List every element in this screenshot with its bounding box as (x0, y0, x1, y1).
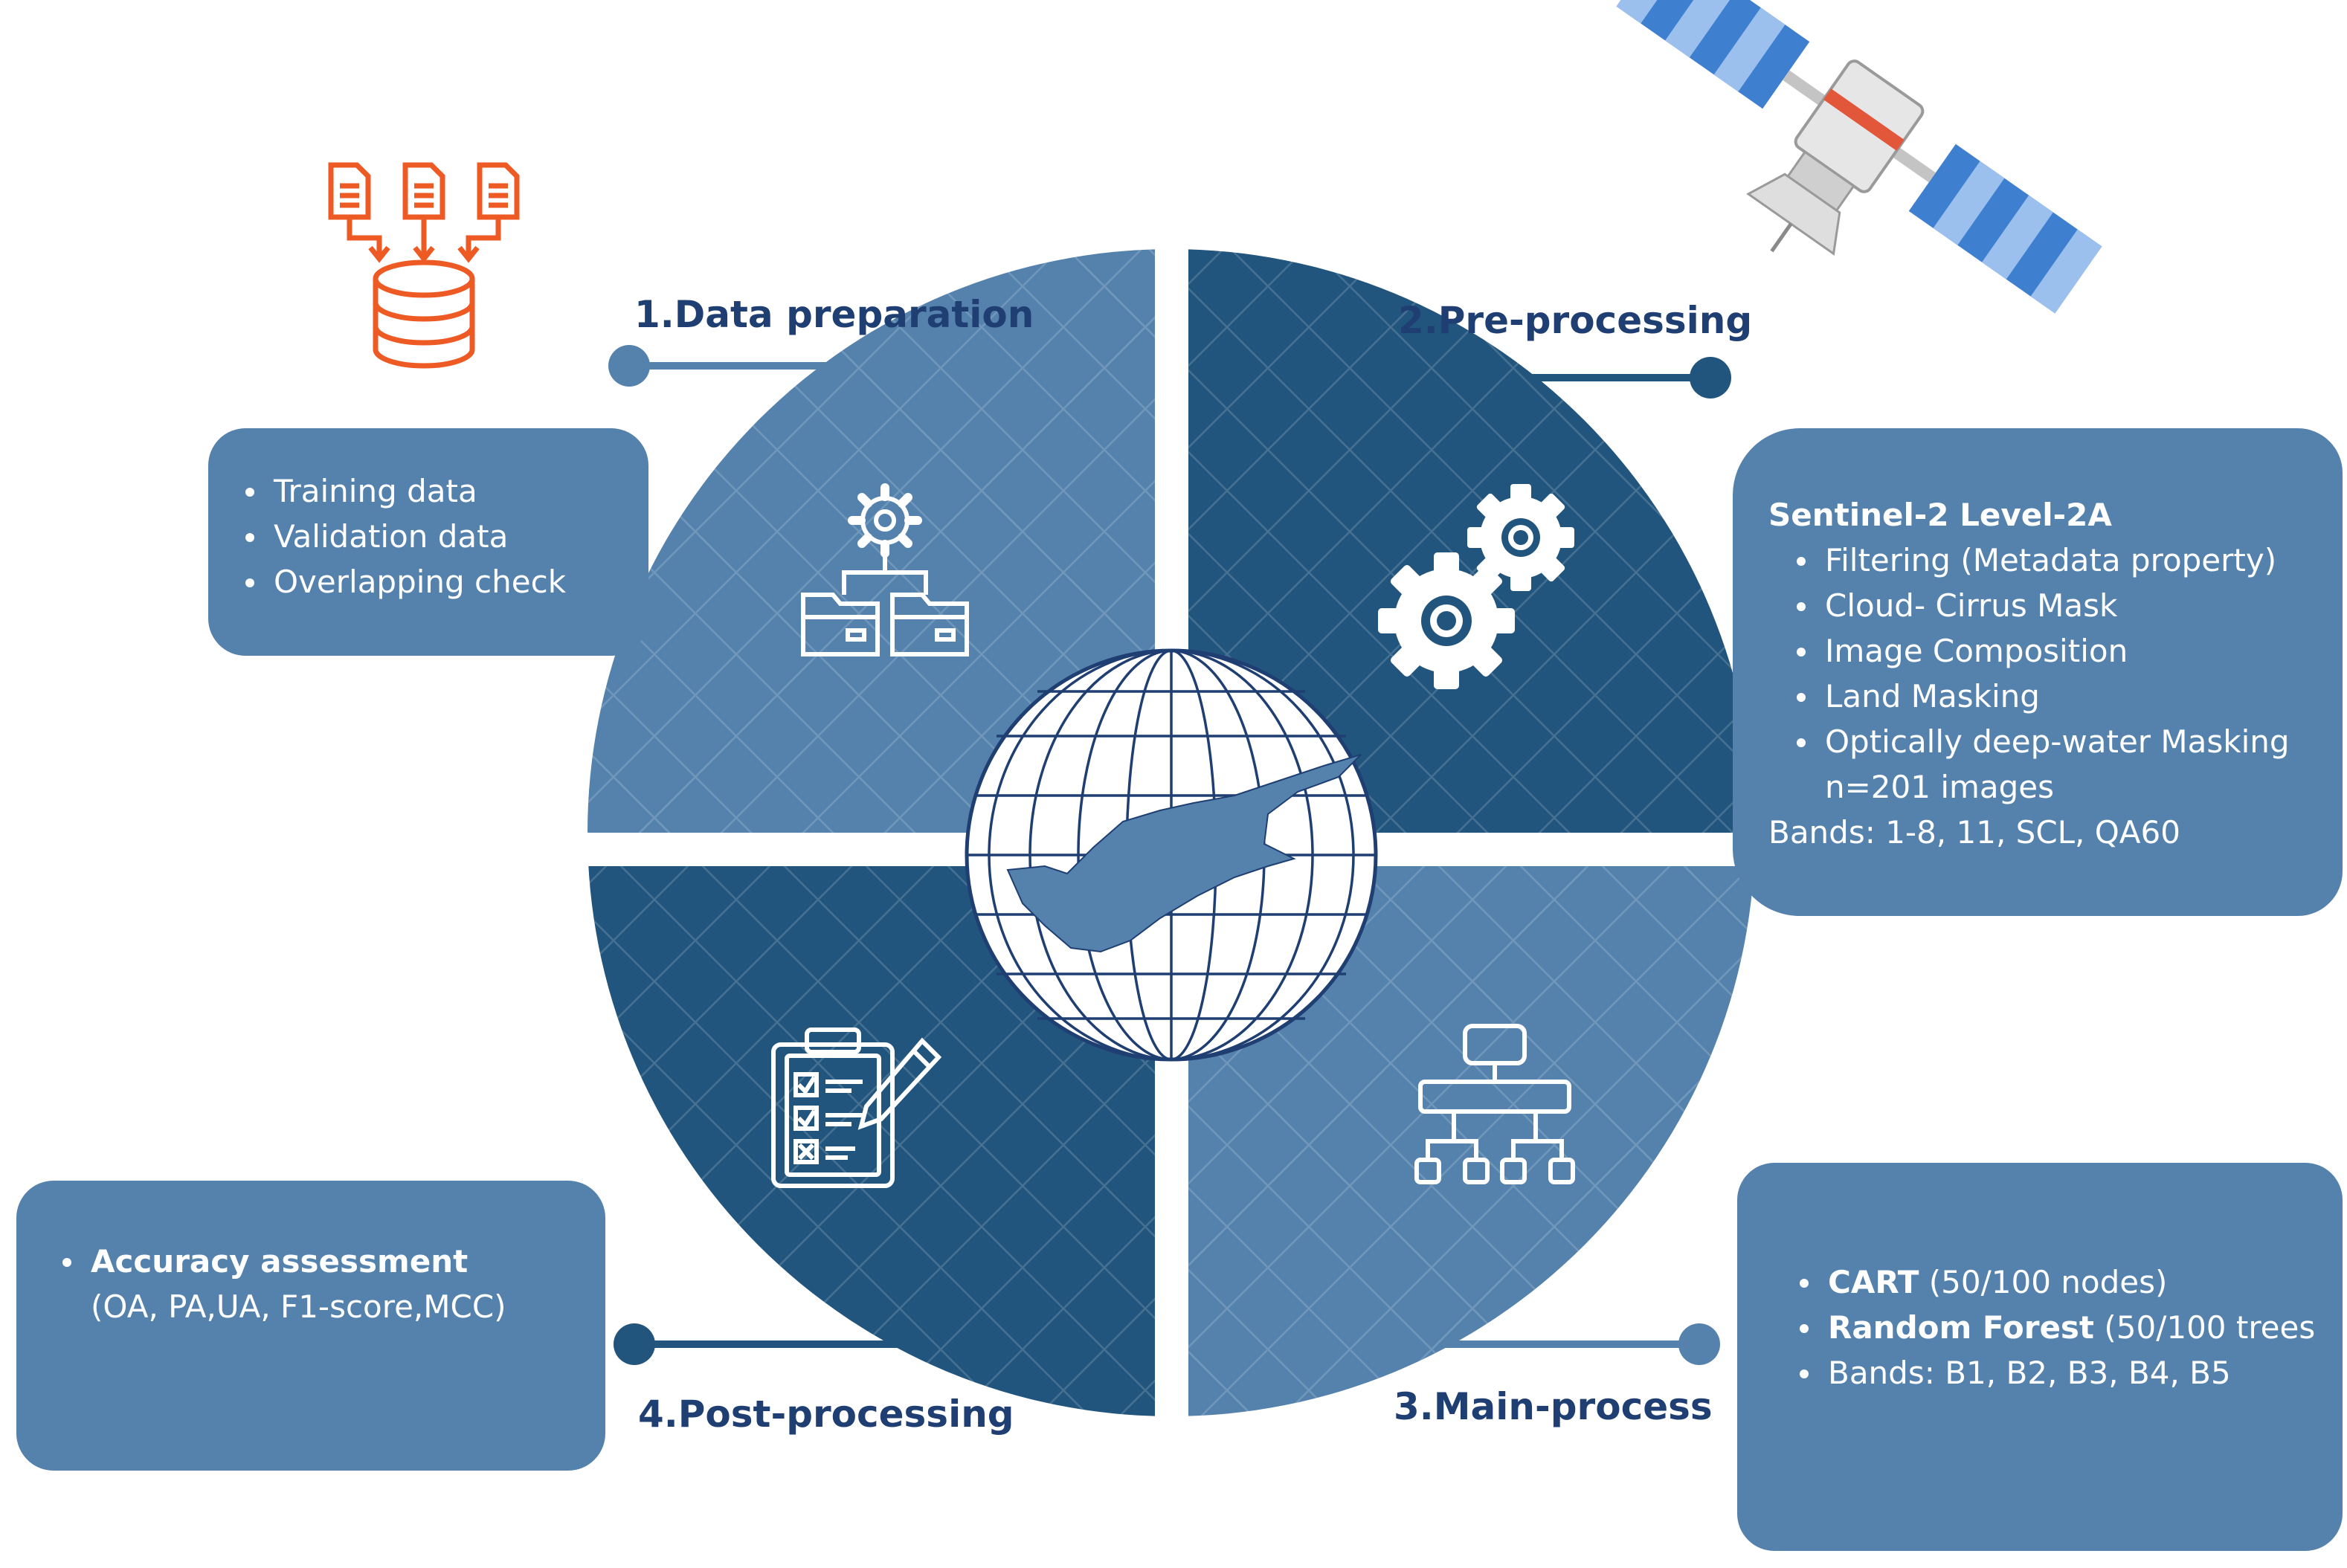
box-data-preparation: Training data Validation data Overlappin… (208, 428, 648, 656)
list-item: Accuracy assessment (55, 1239, 605, 1284)
satellite-icon (1616, 0, 2102, 314)
title-pre-processing: 2.Pre-processing (1398, 299, 1753, 342)
list-item: Filtering (Metadata property) (1789, 538, 2343, 583)
post-processing-list: Accuracy assessment (55, 1239, 605, 1284)
item-bold: Accuracy assessment (91, 1243, 469, 1280)
gears-icon (1378, 484, 1574, 689)
title-data-preparation: 1.Data preparation (634, 293, 1034, 336)
item-bold: CART (1828, 1264, 1919, 1300)
item-rest: (50/100 trees (2094, 1309, 2316, 1346)
list-item: Training data (238, 468, 648, 514)
list-item: Optically deep-water Masking (1789, 719, 2343, 764)
box-post-processing: Accuracy assessment (OA, PA,UA, F1-score… (16, 1181, 605, 1471)
list-item: Image Composition (1789, 628, 2343, 674)
title-post-processing: 4.Post-processing (638, 1393, 1014, 1436)
main-process-list: CART (50/100 nodes) Random Forest (50/10… (1792, 1259, 2343, 1396)
list-item: Validation data (238, 514, 648, 559)
list-item: Random Forest (50/100 trees (1792, 1305, 2343, 1350)
database-documents-icon (328, 162, 520, 369)
sentinel-heading: Sentinel-2 Level-2A (1768, 497, 2112, 533)
title-main-process: 3.Main-process (1394, 1385, 1713, 1428)
globe-cyprus-icon (965, 648, 1378, 1062)
list-item: Land Masking (1789, 674, 2343, 719)
item-rest: Bands: B1, B2, B3, B4, B5 (1828, 1355, 2231, 1391)
list-item: CART (50/100 nodes) (1792, 1259, 2343, 1305)
image-count: n=201 images (1825, 769, 2055, 805)
bands-line: Bands: 1-8, 11, SCL, QA60 (1768, 814, 2180, 851)
list-item: Cloud- Cirrus Mask (1789, 583, 2343, 628)
folder-hierarchy-gear-icon (801, 483, 969, 656)
list-item: Bands: B1, B2, B3, B4, B5 (1792, 1350, 2343, 1396)
box-pre-processing: Sentinel-2 Level-2A Filtering (Metadata … (1733, 428, 2343, 916)
accuracy-metrics: (OA, PA,UA, F1-score,MCC) (91, 1288, 506, 1325)
box-main-process: CART (50/100 nodes) Random Forest (50/10… (1737, 1163, 2343, 1551)
cyprus-shape (1006, 754, 1362, 953)
list-item: Overlapping check (238, 559, 648, 604)
hierarchy-chart-icon (1414, 1024, 1575, 1184)
item-bold: Random Forest (1828, 1309, 2095, 1346)
checklist-pencil-icon (771, 1027, 942, 1188)
pre-processing-list: Filtering (Metadata property) Cloud- Cir… (1768, 538, 2343, 764)
data-preparation-list: Training data Validation data Overlappin… (238, 468, 648, 604)
item-rest: (50/100 nodes) (1919, 1264, 2168, 1300)
